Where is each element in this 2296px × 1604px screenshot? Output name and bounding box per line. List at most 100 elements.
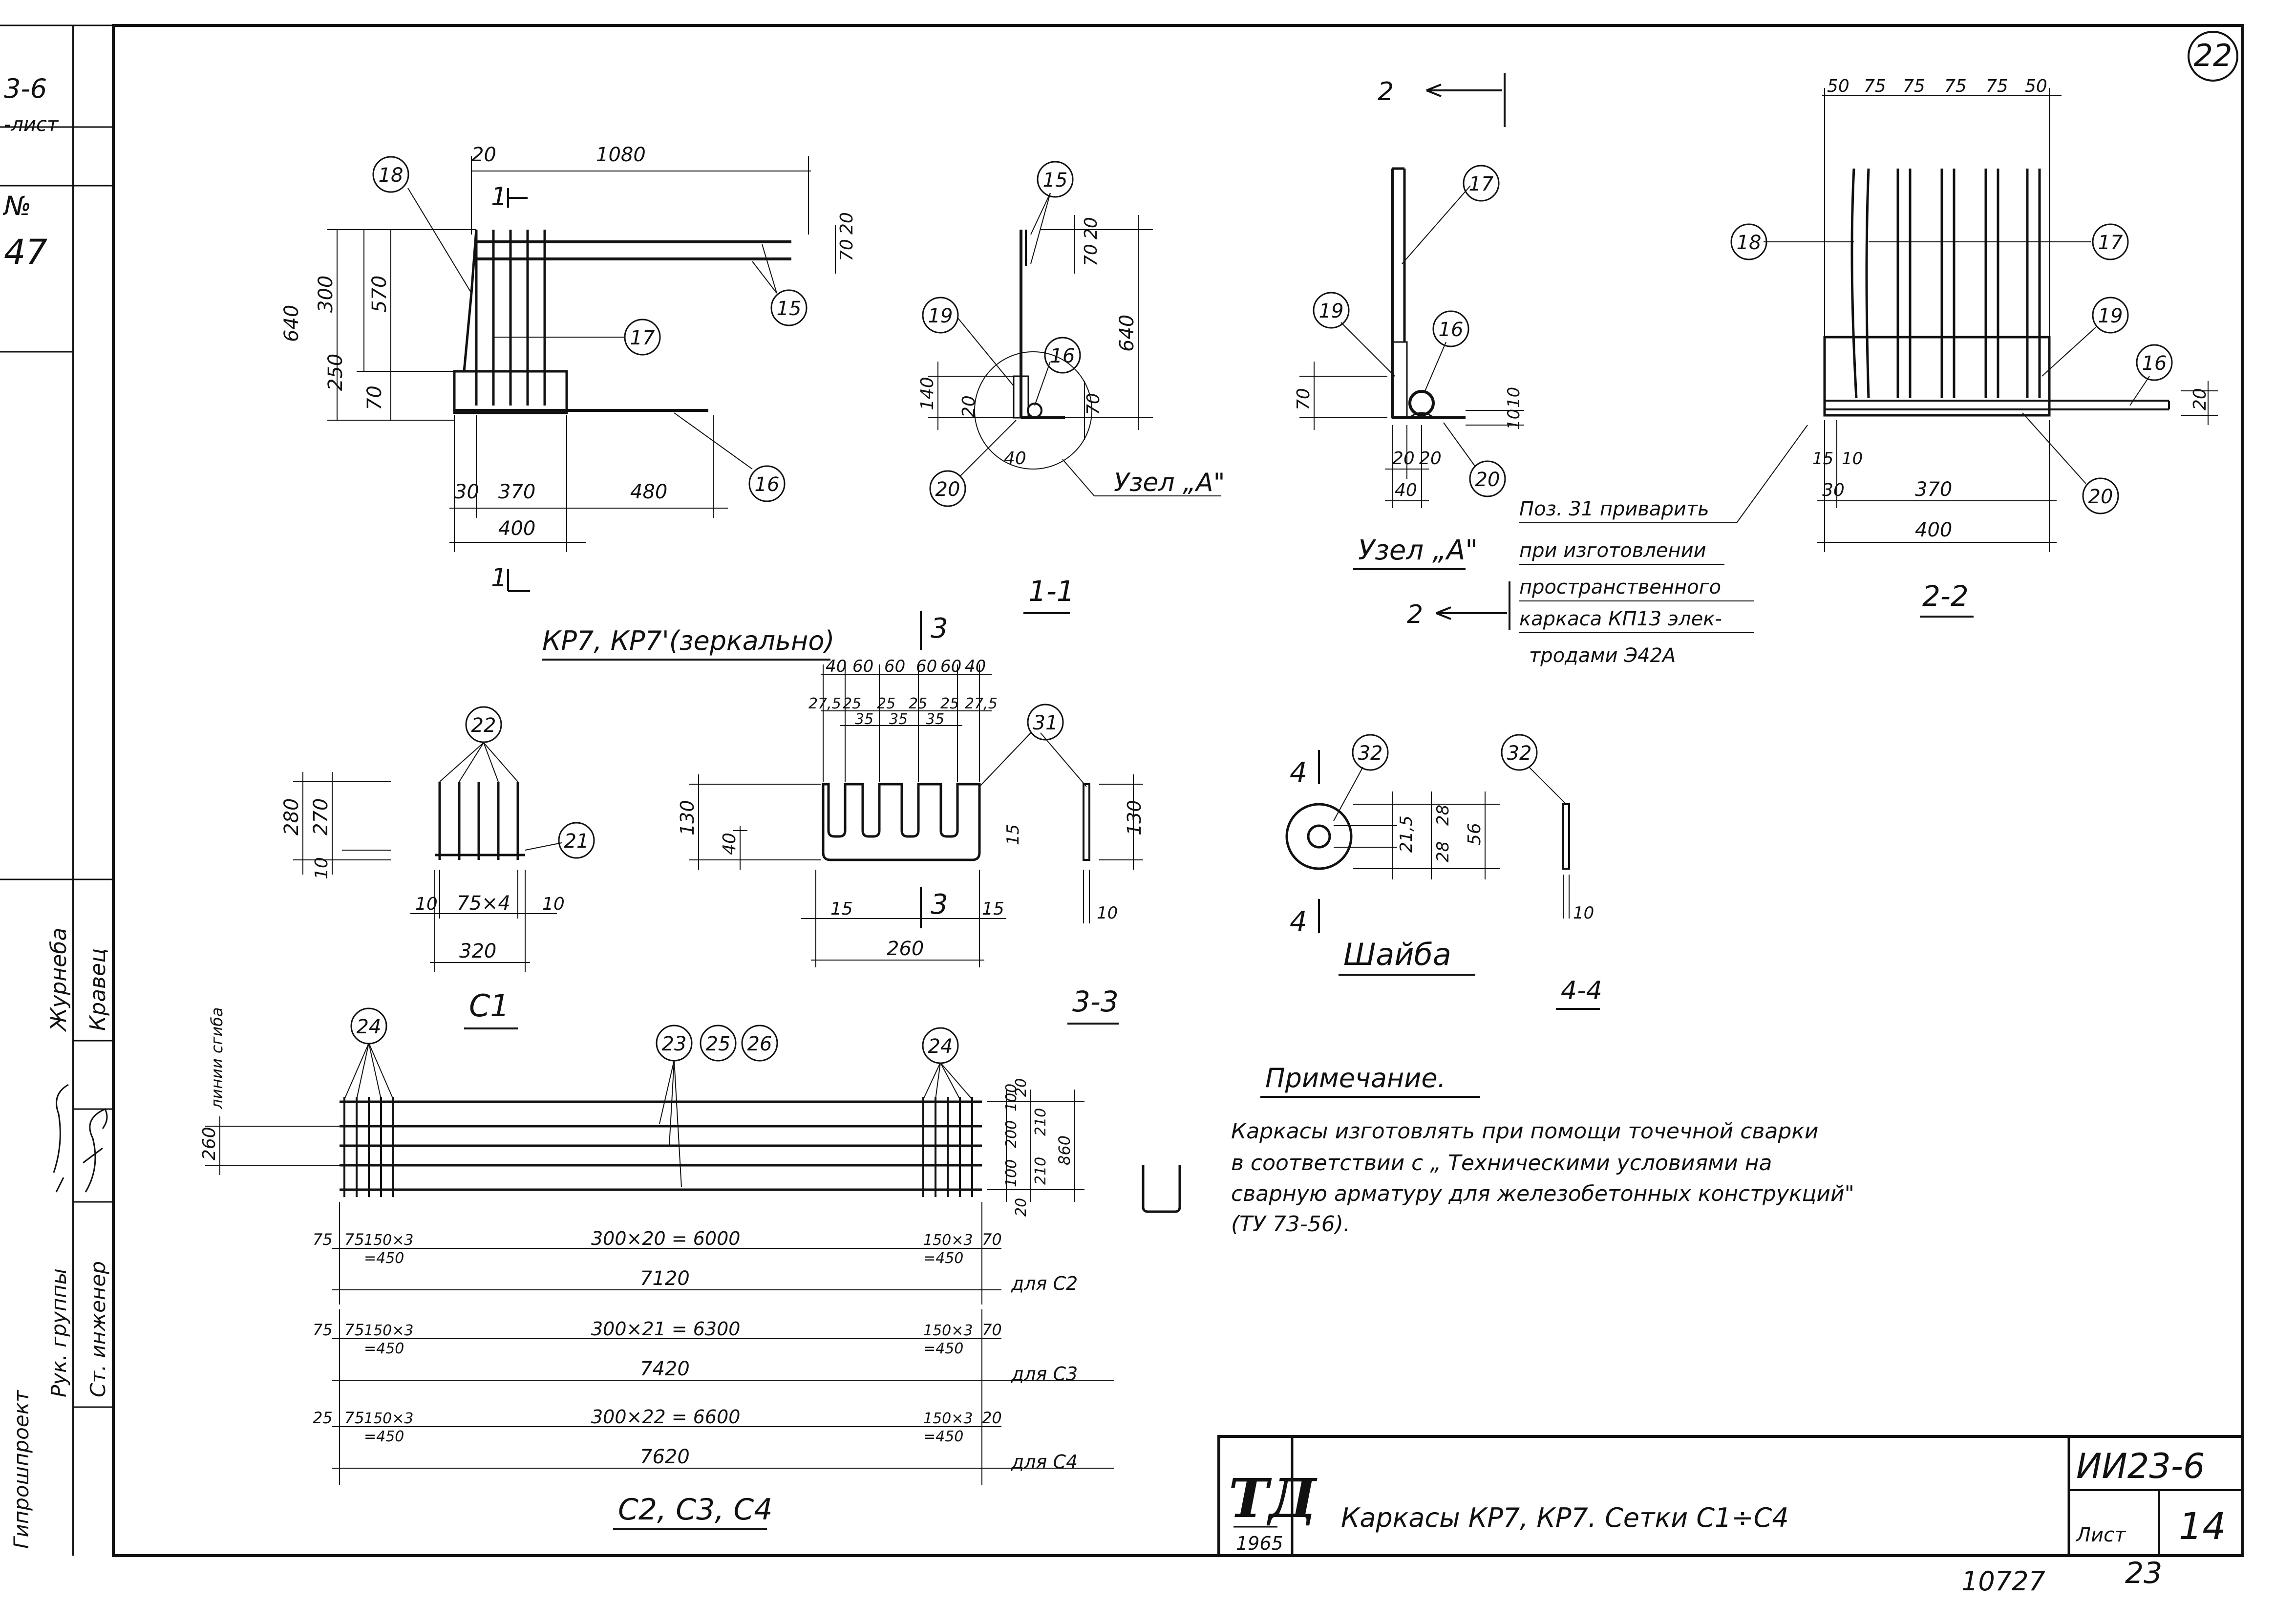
s22-top-75a: 75 bbox=[1864, 76, 1886, 96]
s22-top-50a: 50 bbox=[1827, 76, 1850, 96]
section-4-4: 10 32 4-4 bbox=[1501, 734, 1602, 1010]
signature-2 bbox=[83, 1108, 108, 1193]
na-note-line-1: Поз. 31 приварить bbox=[1519, 498, 1709, 520]
section-1-1: 20 70 640 140 20 70 40 15 19 16 20 Узел … bbox=[917, 161, 1225, 614]
c4-left-c: 150×3 bbox=[364, 1410, 413, 1427]
c2-mid: 300×20 = 6000 bbox=[591, 1228, 740, 1249]
s33-t1-60d: 60 bbox=[940, 657, 961, 676]
washer-pos-32: 32 bbox=[1358, 742, 1383, 765]
c234-pos-26: 26 bbox=[747, 1033, 772, 1055]
role-1: Рук. группы bbox=[47, 1268, 71, 1397]
c4-right-a: 20 bbox=[982, 1409, 1002, 1427]
c1-pos-22: 22 bbox=[471, 714, 496, 737]
kp7-pos-18: 18 bbox=[379, 164, 404, 187]
na-note-line-5: тродами Э42А bbox=[1529, 644, 1676, 667]
node-a-view: 2 70 10 10 20 20 40 17 19 16 bbox=[1294, 73, 1808, 667]
bent-mesh-icon bbox=[1142, 1165, 1181, 1213]
c3-right-c: 150×3 bbox=[923, 1322, 973, 1339]
c3-total: 7420 bbox=[640, 1358, 690, 1380]
s33-t1-40a: 40 bbox=[826, 657, 847, 676]
kp7-sec-mark-bottom: 1 bbox=[491, 563, 507, 593]
kp7-sec-mark-top: 1 bbox=[491, 182, 507, 212]
kp7-dim-70: 70 bbox=[363, 385, 386, 410]
c4-mid: 300×22 = 6600 bbox=[591, 1406, 740, 1428]
c234-pos-24-right: 24 bbox=[928, 1035, 953, 1058]
c234-bend-label: линии сгиба bbox=[208, 1007, 226, 1110]
s22-top-75c: 75 bbox=[1944, 76, 1967, 96]
c234-pos-23: 23 bbox=[662, 1033, 687, 1055]
c2-left-b: 75 bbox=[344, 1230, 364, 1249]
c4-left-a: 25 bbox=[313, 1409, 333, 1427]
c4-right-c: 150×3 bbox=[923, 1410, 973, 1427]
s44-title: 4-4 bbox=[1561, 976, 1602, 1005]
c234-dim-260: 260 bbox=[199, 1127, 219, 1160]
s22-bot-400: 400 bbox=[1915, 519, 1952, 541]
s11-pos-16: 16 bbox=[1050, 345, 1075, 367]
c234-dim-r210a: 210 bbox=[1032, 1108, 1049, 1136]
c1-dim-75x4: 75×4 bbox=[457, 892, 510, 915]
c3-right-a: 70 bbox=[982, 1321, 1002, 1339]
s44-pos-32: 32 bbox=[1507, 742, 1532, 765]
logo: ТД bbox=[1229, 1467, 1318, 1530]
s33-t3-35c: 35 bbox=[926, 711, 944, 728]
node-a-sec-bottom: 2 bbox=[1407, 600, 1423, 629]
c3-right-d: =450 bbox=[923, 1340, 963, 1357]
na-dim-70: 70 bbox=[1294, 388, 1314, 410]
kp7-pos-15: 15 bbox=[777, 298, 802, 320]
s22-pos-20: 20 bbox=[2088, 486, 2113, 508]
s22-bot-30: 30 bbox=[1822, 480, 1845, 500]
kp7-view: 20 1080 640 300 570 250 70 20 70 30 370 … bbox=[280, 144, 857, 661]
s22-dim-20: 20 bbox=[2190, 388, 2210, 410]
washer-dim-56: 56 bbox=[1465, 823, 1485, 845]
washer-dim-28a: 28 bbox=[1433, 805, 1453, 826]
s33-t3-35a: 35 bbox=[855, 711, 873, 728]
s33-dim-130b: 130 bbox=[1124, 800, 1145, 835]
s33-dim-10: 10 bbox=[1097, 903, 1118, 923]
s33-dim-15a: 15 bbox=[830, 899, 853, 919]
s11-pos-15: 15 bbox=[1043, 169, 1068, 192]
na-pos-19: 19 bbox=[1319, 300, 1344, 322]
na-dim-20a: 20 bbox=[1392, 449, 1415, 469]
c2-right-d: =450 bbox=[923, 1250, 963, 1267]
note-line-2: в соответствии с „ Техническими условиям… bbox=[1231, 1151, 1772, 1176]
no-label: № bbox=[2, 191, 31, 221]
c2-label: для С2 bbox=[1011, 1273, 1078, 1294]
kp7-dim-400: 400 bbox=[498, 517, 535, 540]
c234-dim-r100a: 100 bbox=[1003, 1084, 1020, 1112]
s11-node-label: Узел „А" bbox=[1114, 468, 1225, 497]
na-pos-17: 17 bbox=[1469, 173, 1494, 195]
sheet-title: Каркасы КР7, КР7. Сетки С1÷С4 bbox=[1341, 1502, 1789, 1533]
s33-t2-25a: 25 bbox=[843, 695, 861, 712]
s11-pos-19: 19 bbox=[928, 305, 953, 327]
s22-bot-15: 15 bbox=[1812, 449, 1833, 469]
kp7-dim-30: 30 bbox=[454, 481, 479, 503]
na-dim-10b: 10 bbox=[1504, 409, 1524, 430]
s33-t1-40b: 40 bbox=[965, 657, 986, 676]
c3-left-b: 75 bbox=[344, 1321, 364, 1339]
s11-dim-20b: 20 bbox=[959, 395, 979, 418]
kp7-dim-480: 480 bbox=[630, 481, 667, 503]
c2-left-a: 75 bbox=[313, 1230, 333, 1249]
note-line-1: Каркасы изготовлять при помощи точечной … bbox=[1231, 1119, 1818, 1144]
c234-pos-24-left: 24 bbox=[357, 1016, 382, 1038]
kp7-dim-370: 370 bbox=[498, 481, 535, 503]
washer-title: Шайба bbox=[1343, 937, 1451, 972]
signature-1 bbox=[53, 1084, 69, 1193]
code-fragment: 3-6 bbox=[4, 73, 47, 104]
s11-dim-640: 640 bbox=[1116, 315, 1138, 352]
list-label: Лист bbox=[2075, 1524, 2126, 1546]
title-block: ТД 1965 Каркасы КР7, КР7. Сетки С1÷С4 ИИ… bbox=[1217, 1435, 2244, 1557]
list-number: 14 bbox=[2179, 1504, 2226, 1548]
name-1: Журнеба bbox=[46, 928, 71, 1032]
kp7-dim-1080: 1080 bbox=[596, 144, 646, 166]
role-2: Ст. инженер bbox=[86, 1261, 110, 1397]
s33-t2-275a: 27,5 bbox=[808, 695, 841, 712]
c4-label: для С4 bbox=[1011, 1451, 1078, 1473]
s33-dim-260: 260 bbox=[887, 938, 924, 960]
s22-pos-17: 17 bbox=[2098, 232, 2123, 254]
c234-dim-r210b: 210 bbox=[1032, 1157, 1049, 1185]
s11-dim-140: 140 bbox=[917, 377, 937, 410]
s33-dim-40: 40 bbox=[720, 833, 740, 855]
note-line-4: (ТУ 73-56). bbox=[1231, 1212, 1350, 1237]
list-fragment: -лист bbox=[4, 113, 59, 136]
